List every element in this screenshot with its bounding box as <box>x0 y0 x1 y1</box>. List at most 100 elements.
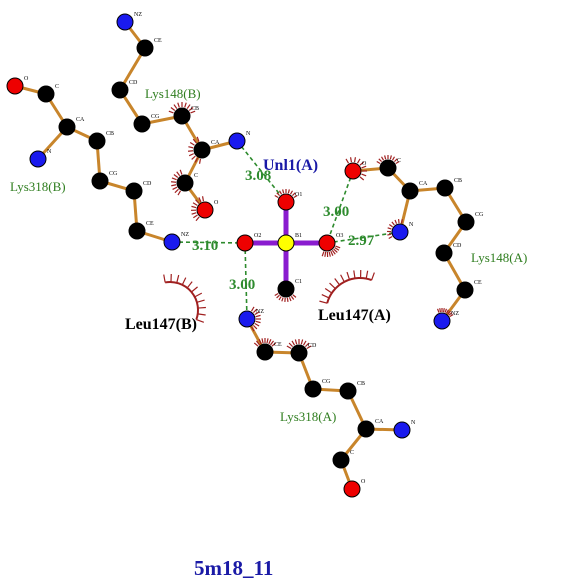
atom-c <box>133 115 151 133</box>
hydrophobic-spike <box>292 294 297 298</box>
atom-label: CE <box>154 38 162 44</box>
hydrophobic-spike <box>448 312 453 316</box>
atom-o <box>343 480 361 498</box>
hydrophobic-spike <box>286 345 292 350</box>
hydrophobic-arc-leu147b-spike <box>191 286 198 293</box>
hydrophobic-spike <box>384 155 387 160</box>
hydrophobic-spike <box>170 107 176 111</box>
atom-n <box>433 312 451 330</box>
atom-c <box>125 182 143 200</box>
hydrophobic-spike <box>442 308 445 313</box>
hydrophobic-spike <box>191 155 196 160</box>
hydrophobic-spike <box>195 216 200 222</box>
atom-c <box>58 118 76 136</box>
distance-label: 3.00 <box>323 204 349 220</box>
hydrophobic-spike <box>378 158 383 163</box>
atom-c <box>379 159 397 177</box>
atom-c <box>111 81 129 99</box>
atom-c <box>37 85 55 103</box>
hydrophobic-arc-leu147b-spike <box>181 277 187 286</box>
hydrophobic-arc-leu147a-spike <box>340 274 345 283</box>
atom-label: CA <box>76 117 85 123</box>
atom-o <box>277 193 295 211</box>
hydrophobic-spike <box>195 199 200 204</box>
hydrophobic-spike <box>171 177 177 181</box>
hydrophobic-arc-leu147b-spike <box>194 292 203 298</box>
hydrophobic-arc-leu147b-spike <box>197 306 206 309</box>
hydrophobic-spike <box>400 219 403 224</box>
atom-label: C <box>55 84 59 90</box>
atom-o <box>344 162 362 180</box>
atom-c <box>357 420 375 438</box>
atom-c <box>339 382 357 400</box>
hydrophobic-spike <box>288 297 292 302</box>
hydrophobic-spike <box>276 192 281 197</box>
atom-label: CA <box>419 181 428 187</box>
hydrophobic-spike <box>334 247 340 251</box>
residue-label-leu147b: Leu147(B) <box>125 316 197 333</box>
atom-o <box>196 201 214 219</box>
hydrophobic-spike <box>324 251 327 257</box>
hydrophobic-spike <box>274 194 279 199</box>
atom-c <box>332 451 350 469</box>
hydrophobic-spike <box>444 308 448 313</box>
atom-label: CD <box>453 243 462 249</box>
hydrophobic-spike <box>184 102 187 108</box>
atom-label: N <box>409 222 414 228</box>
atom-label: N <box>47 149 52 155</box>
hydrogen-bond <box>236 140 287 203</box>
atom-label: O2 <box>254 233 261 239</box>
hydrophobic-spike <box>176 171 181 177</box>
hydrophobic-arc-leu147b-spike <box>186 281 193 289</box>
atom-label: C <box>397 158 401 164</box>
hydrophobic-arc-leu147a-spike <box>324 288 333 294</box>
hydrophobic-arc-leu147b-spike <box>196 299 205 303</box>
hydrophobic-spike <box>252 324 258 330</box>
residue-label-lys318b: Lys318(B) <box>10 179 66 194</box>
atom-n <box>116 13 134 31</box>
hydrophobic-spike <box>300 339 304 345</box>
hydrophobic-spike <box>201 196 205 202</box>
ligand-label: Unl1(A) <box>263 157 318 174</box>
hydrophobic-spike <box>376 160 381 165</box>
atom-c <box>193 141 211 159</box>
atom-label: B1 <box>295 233 302 239</box>
hydrophobic-arc-leu147b <box>164 281 199 320</box>
hydrophobic-arc-leu147b-spike <box>176 274 180 283</box>
hydrophobic-spike <box>447 310 451 315</box>
atom-label: CA <box>375 419 384 425</box>
hydrophobic-spike <box>291 192 296 197</box>
atom-n <box>29 150 47 168</box>
hydrophobic-spike <box>361 165 367 169</box>
atom-label: O <box>24 76 29 82</box>
hydrophobic-spike <box>391 221 395 226</box>
residue-label-leu147a: Leu147(A) <box>318 307 391 324</box>
atom-label: O1 <box>295 192 302 198</box>
hydrophobic-spike <box>256 340 260 346</box>
hydrophobic-spike <box>353 157 357 163</box>
atom-c <box>277 280 295 298</box>
hydrophobic-spike <box>190 110 196 114</box>
atom-c <box>401 182 419 200</box>
hydrogen-bond <box>171 241 246 244</box>
hydrophobic-spike <box>345 158 350 164</box>
hydrophobic-spike <box>266 338 269 344</box>
hydrophobic-arc-leu147a-spike <box>334 278 341 286</box>
atom-n <box>163 233 181 251</box>
atom-label: CG <box>322 379 331 385</box>
hydrophobic-spike <box>173 104 178 109</box>
hydrophobic-spike <box>387 227 392 230</box>
hydrophobic-spike <box>380 156 385 161</box>
residue-label-lys148b: Lys148(B) <box>145 86 201 101</box>
hydrophobic-spike <box>270 340 274 346</box>
hydrophobic-spike <box>196 136 200 142</box>
hydrophobic-spike <box>393 158 398 163</box>
hydrophobic-spike <box>268 339 272 345</box>
hydrophobic-spike <box>192 202 198 206</box>
atom-c <box>91 172 109 190</box>
distance-label: 3.00 <box>229 277 255 293</box>
atoms <box>6 13 475 498</box>
hydrophobic-spike <box>288 342 294 348</box>
